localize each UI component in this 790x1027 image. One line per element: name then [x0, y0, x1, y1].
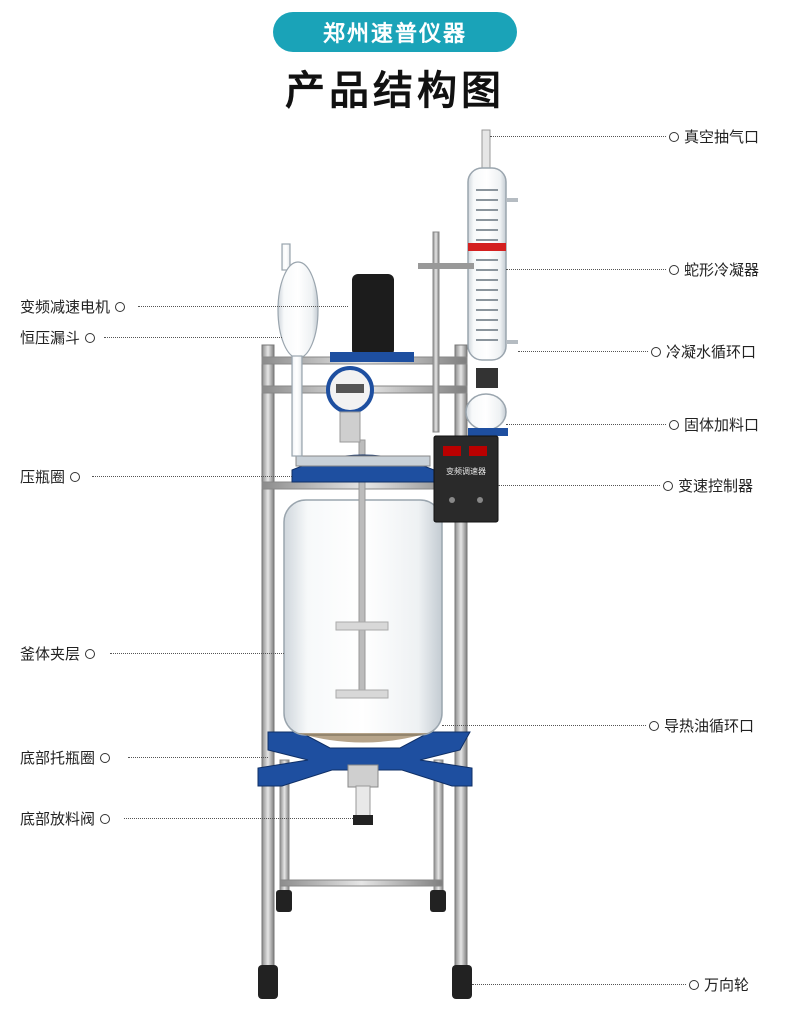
marker-dot [70, 471, 81, 482]
leader-speed [498, 485, 660, 486]
label-jacket: 釜体夹层 [20, 643, 100, 664]
leader-wheel [472, 984, 686, 985]
brand-badge: 郑州速普仪器 [273, 12, 517, 52]
marker-dot [85, 648, 96, 659]
leader-jacket [110, 653, 284, 654]
marker-dot [100, 813, 111, 824]
label-oil: 导热油循环口 [644, 715, 754, 736]
leader-valve [124, 818, 353, 819]
label-funnel: 恒压漏斗 [20, 327, 100, 348]
label-feed: 固体加料口 [664, 414, 759, 435]
label-speed: 变速控制器 [658, 475, 753, 496]
marker-dot [669, 419, 679, 430]
constant-pressure-funnel [277, 243, 319, 457]
marker-dot [651, 346, 661, 357]
label-wheel: 万向轮 [684, 974, 749, 995]
label-vacuum: 真空抽气口 [664, 126, 759, 147]
motor [352, 274, 394, 356]
base-plate [257, 731, 473, 787]
casters [258, 890, 472, 999]
leader-motor [138, 306, 348, 307]
solid-feed-port [465, 393, 507, 431]
leader-condenser [506, 269, 666, 270]
label-condenser: 蛇形冷凝器 [664, 259, 759, 280]
label-valve: 底部放料阀 [20, 808, 115, 829]
leader-coolant [518, 351, 648, 352]
label-motor: 变频减速电机 [20, 296, 130, 317]
marker-dot [669, 131, 679, 142]
page-title: 产品结构图 [285, 68, 505, 114]
leader-funnel [104, 337, 282, 338]
marker-dot [689, 979, 699, 990]
leader-support [128, 757, 268, 758]
leader-clamp [92, 476, 292, 477]
leader-oil [442, 725, 646, 726]
controller-label: 变频调速器 [446, 466, 486, 476]
marker-dot [649, 720, 659, 731]
label-clamp: 压瓶圈 [20, 466, 85, 487]
serpentine-condenser [467, 129, 518, 361]
marker-dot [115, 301, 126, 312]
leader-feed [506, 424, 666, 425]
marker-dot [669, 264, 679, 275]
label-coolant: 冷凝水循环口 [646, 341, 756, 362]
marker-dot [100, 752, 111, 763]
label-support: 底部托瓶圈 [20, 747, 115, 768]
marker-dot [663, 480, 673, 491]
marker-dot [85, 332, 96, 343]
leader-vacuum [490, 136, 666, 137]
